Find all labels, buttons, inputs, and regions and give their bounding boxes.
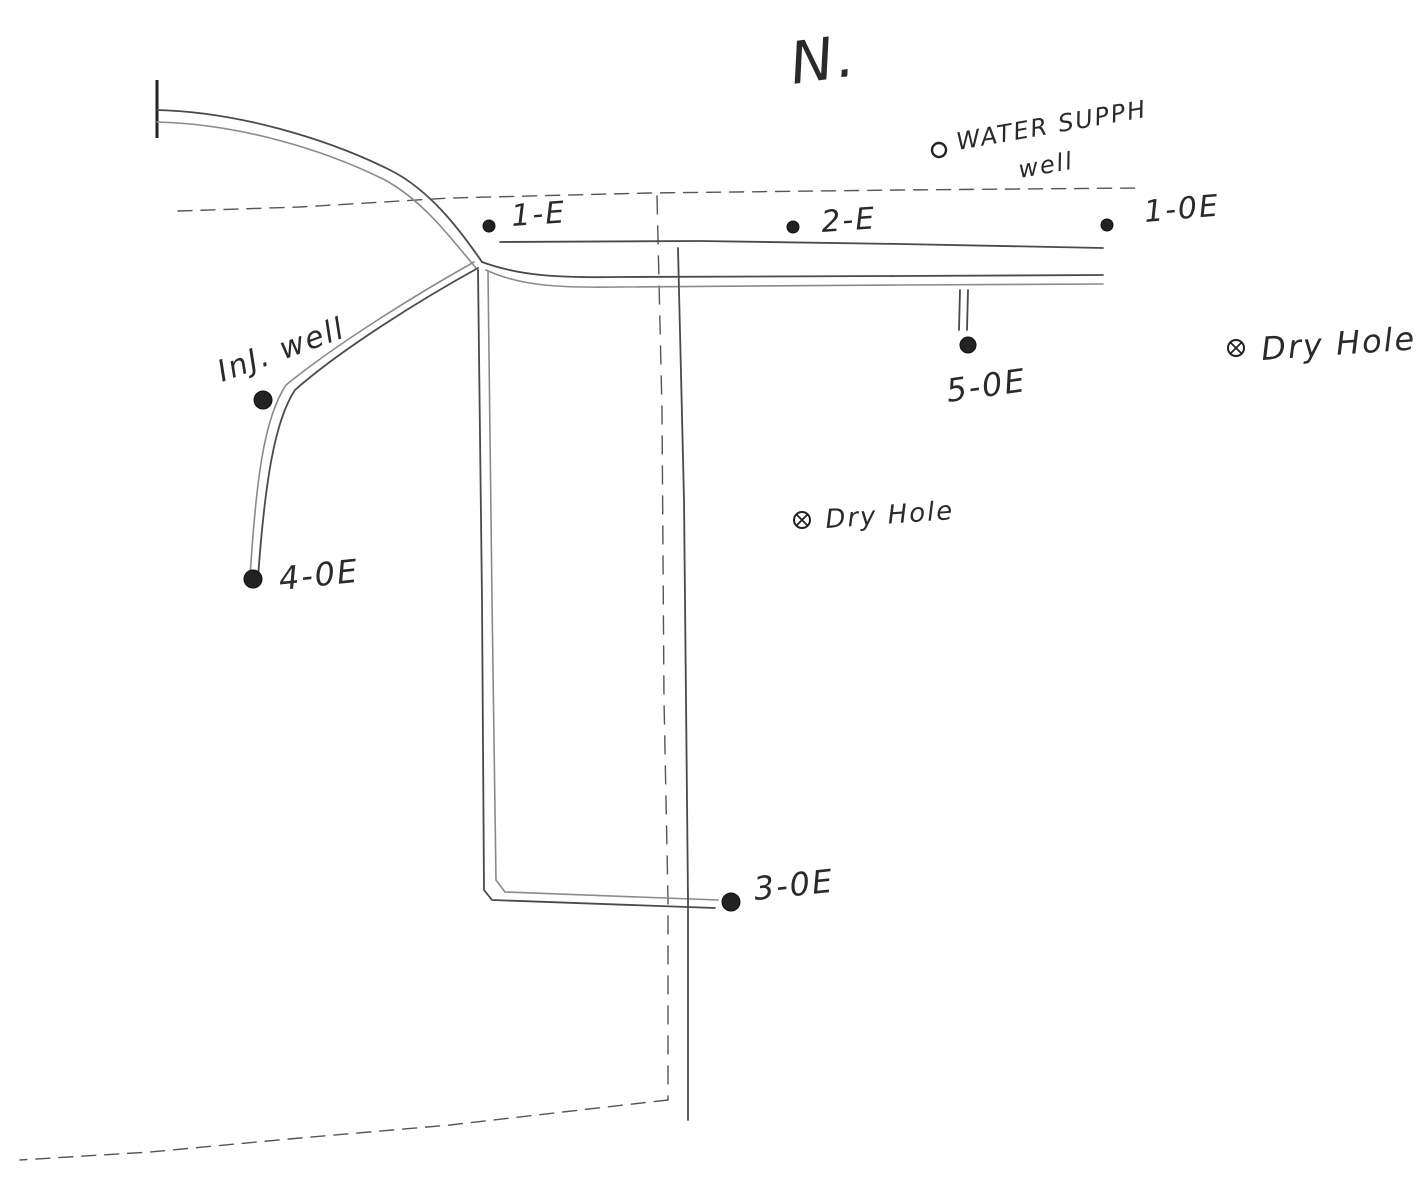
flowline-5oe <box>958 289 969 331</box>
label-5oe: 5-0E <box>944 361 1029 410</box>
water-supply-well-icon <box>930 141 948 159</box>
label-1e: 1-E <box>510 195 567 234</box>
north-label: N. <box>786 21 861 97</box>
flowline-west <box>155 80 483 269</box>
label-dry-hole-east: Dry Hole <box>1260 319 1417 368</box>
well-2e-symbol <box>786 220 800 234</box>
well-5oe-symbol <box>959 336 977 354</box>
flowline-3oe <box>477 247 719 1121</box>
label-4oe: 4-0E <box>277 552 361 598</box>
well-1e-symbol <box>482 219 496 233</box>
flowline-main <box>481 240 1104 288</box>
well-4oe-symbol <box>243 569 263 589</box>
flowline-injection <box>249 261 479 579</box>
well-10e-symbol <box>1100 218 1114 232</box>
label-injection-well: InJ. well <box>213 311 350 390</box>
label-10e: 1-0E <box>1143 188 1222 229</box>
label-dry-hole-center: Dry Hole <box>824 496 955 535</box>
injection-well-symbol <box>253 390 273 410</box>
lease-boundary <box>19 187 1141 1161</box>
label-water-supply-line2: well <box>1016 147 1076 184</box>
dry-hole-east-icon <box>1227 339 1245 357</box>
well-3oe-symbol <box>721 892 741 912</box>
label-3oe: 3-0E <box>752 862 836 908</box>
label-2e: 2-E <box>820 201 877 240</box>
dry-hole-center-icon <box>793 511 811 529</box>
label-water-supply-line1: WATER SUPPH <box>954 95 1149 156</box>
